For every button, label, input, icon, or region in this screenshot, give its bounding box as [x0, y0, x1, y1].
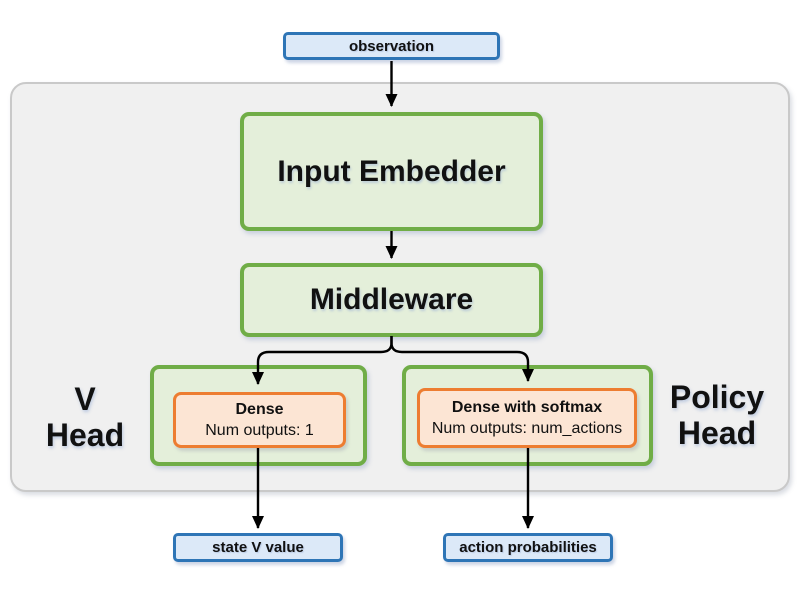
v-dense-subtitle: Num outputs: 1: [205, 422, 314, 439]
state-v-value-node: state V value: [173, 533, 343, 562]
action-probabilities-node: action probabilities: [443, 533, 613, 562]
v-head-label: V Head: [25, 381, 145, 453]
v-head-label-line1: V: [74, 381, 96, 417]
observation-node: observation: [283, 32, 500, 60]
middleware-label: Middleware: [309, 283, 474, 316]
middleware-node: Middleware: [240, 263, 543, 337]
policy-head-label-line2: Head: [677, 415, 757, 451]
policy-head-label: Policy Head: [656, 379, 778, 451]
state-v-value-label: state V value: [212, 539, 304, 556]
v-dense-layer-node: Dense Num outputs: 1: [173, 392, 346, 448]
v-dense-title: Dense: [235, 401, 284, 418]
policy-dense-title: Dense with softmax: [451, 399, 603, 416]
input-embedder-label: Input Embedder: [277, 154, 506, 188]
v-head-label-line2: Head: [45, 417, 125, 453]
policy-head-label-line1: Policy: [669, 379, 765, 415]
observation-label: observation: [348, 37, 435, 55]
action-probabilities-label: action probabilities: [459, 539, 597, 556]
policy-dense-subtitle: Num outputs: num_actions: [431, 420, 623, 437]
input-embedder-node: Input Embedder: [240, 112, 543, 231]
policy-dense-layer-node: Dense with softmax Num outputs: num_acti…: [417, 388, 637, 448]
